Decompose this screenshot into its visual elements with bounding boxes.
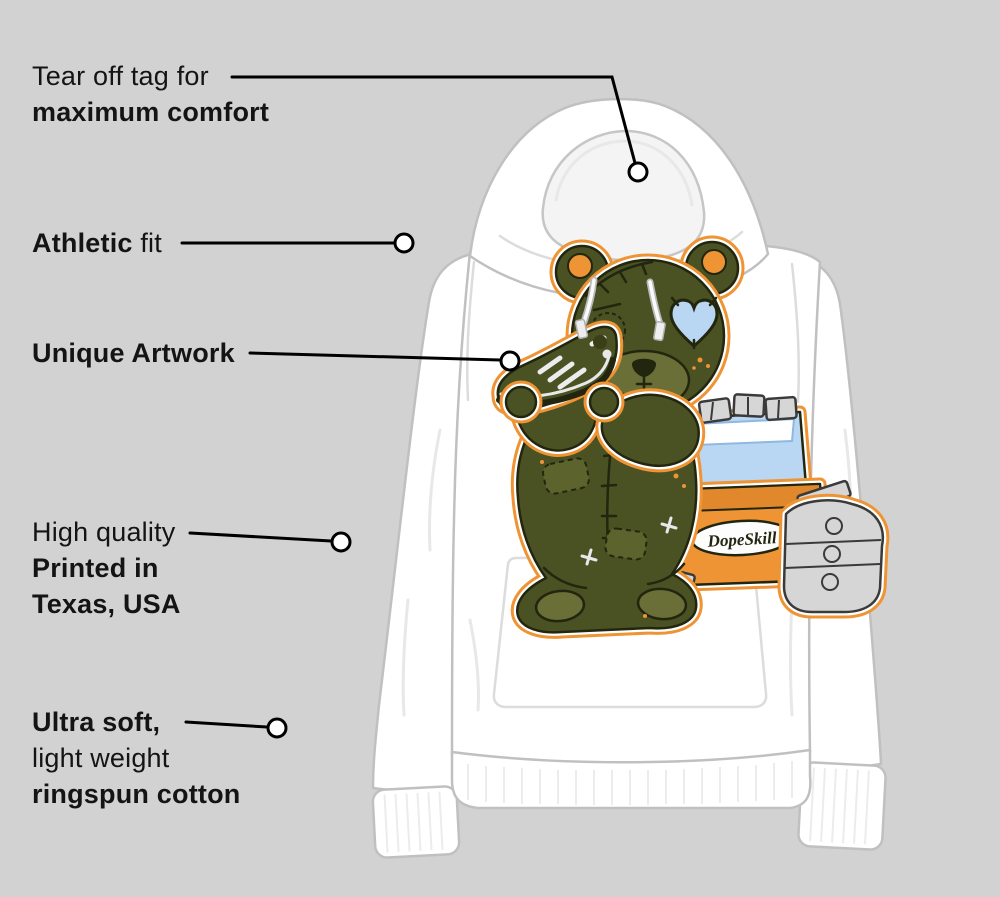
callout-tag-line2: maximum comfort [32, 97, 270, 127]
callout-fabric-line2: light weight [32, 743, 170, 773]
bear-nose [632, 358, 656, 377]
callout-marker-tag [627, 161, 649, 183]
left-cuff [371, 785, 461, 859]
sneaker-heel-logo [602, 349, 612, 359]
callout-line-tag [230, 75, 637, 165]
hem-band [450, 748, 812, 810]
callout-ringspun-cotton: Ultra soft, light weight ringspun cotton [32, 704, 240, 812]
drawstring-aglet-right [653, 321, 666, 342]
callout-marker-fit [393, 232, 415, 254]
callout-tag-line1: Tear off tag for [32, 61, 209, 91]
callout-line-print [188, 531, 333, 543]
drawstring-aglet-left [574, 318, 589, 340]
callout-tear-off-tag: Tear off tag for maximum comfort [32, 58, 269, 130]
ear-inner-right [701, 249, 727, 275]
callout-print-line2: Printed in [32, 553, 159, 583]
callout-print-line1: High quality [32, 517, 176, 547]
heart-eye-patch [669, 298, 719, 348]
callout-fit-bold: Athletic [32, 228, 133, 258]
right-cuff [797, 761, 887, 851]
callout-athletic-fit: Athletic fit [32, 225, 162, 261]
ear-inner-left [567, 253, 593, 279]
chest-graphic-bear-sneaker: DopeSkill [498, 242, 883, 632]
brand-label: DopeSkill [706, 528, 777, 551]
shoebox-blue-graphic [686, 393, 806, 490]
callout-artwork-label: Unique Artwork [32, 338, 235, 368]
callout-fabric-line1: Ultra soft, [32, 707, 161, 737]
callout-fabric-line3: ringspun cotton [32, 779, 241, 809]
callout-printed-in-texas: High quality Printed in Texas, USA [32, 514, 181, 622]
callout-annotations [180, 75, 649, 739]
callout-marker-fabric [266, 717, 288, 739]
drawstrings [574, 276, 666, 342]
callout-line-artwork [248, 351, 502, 362]
callout-marker-artwork [499, 350, 521, 372]
shoebox-orange-graphic: DopeSkill [660, 484, 826, 586]
callout-marker-print [330, 531, 352, 553]
hood-opening [541, 129, 706, 262]
money-bundles-in-box [697, 393, 798, 424]
callout-fit-rest: fit [140, 228, 162, 258]
callout-unique-artwork: Unique Artwork [32, 335, 235, 371]
callout-line-fabric [184, 720, 269, 729]
callout-print-line3: Texas, USA [32, 589, 181, 619]
money-stacks-graphic [784, 479, 883, 612]
